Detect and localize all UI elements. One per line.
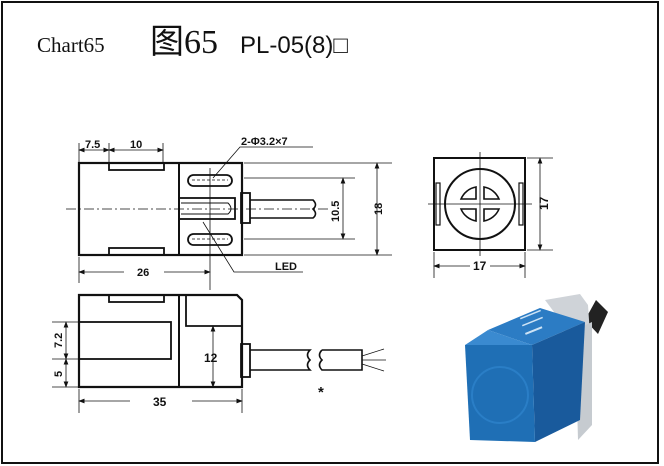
dim-26: 26 <box>137 267 149 279</box>
top-view <box>66 143 392 290</box>
model-label: PL-05(8)□ <box>240 32 348 59</box>
holes-label: 2-Φ3.2×7 <box>241 136 288 148</box>
product-photo <box>465 294 608 442</box>
figure-label: 图65 <box>150 24 218 61</box>
asterisk-note: * <box>318 384 324 401</box>
led-label: LED <box>275 261 297 273</box>
side-view-labels: 7.2 5 12 35 * <box>53 333 324 409</box>
dim-10-5: 10.5 <box>330 201 342 222</box>
dim-5: 5 <box>53 371 65 377</box>
dim-7-2: 7.2 <box>53 333 65 348</box>
top-view-labels: 7.5 10 2-Φ3.2×7 10.5 18 26 LED <box>85 136 385 279</box>
dim-7-5: 7.5 <box>85 139 100 151</box>
dim-10: 10 <box>130 139 142 151</box>
dim-18: 18 <box>373 203 385 215</box>
side-view <box>52 293 386 413</box>
dim-17-vertical: 17 <box>537 196 551 210</box>
dim-12: 12 <box>204 351 218 365</box>
chart-label: Chart65 <box>37 33 105 57</box>
dim-17-horizontal: 17 <box>473 259 487 273</box>
end-view <box>428 152 553 278</box>
title: Chart65 图65 PL-05(8)□ <box>37 24 348 61</box>
dim-35: 35 <box>153 395 167 409</box>
